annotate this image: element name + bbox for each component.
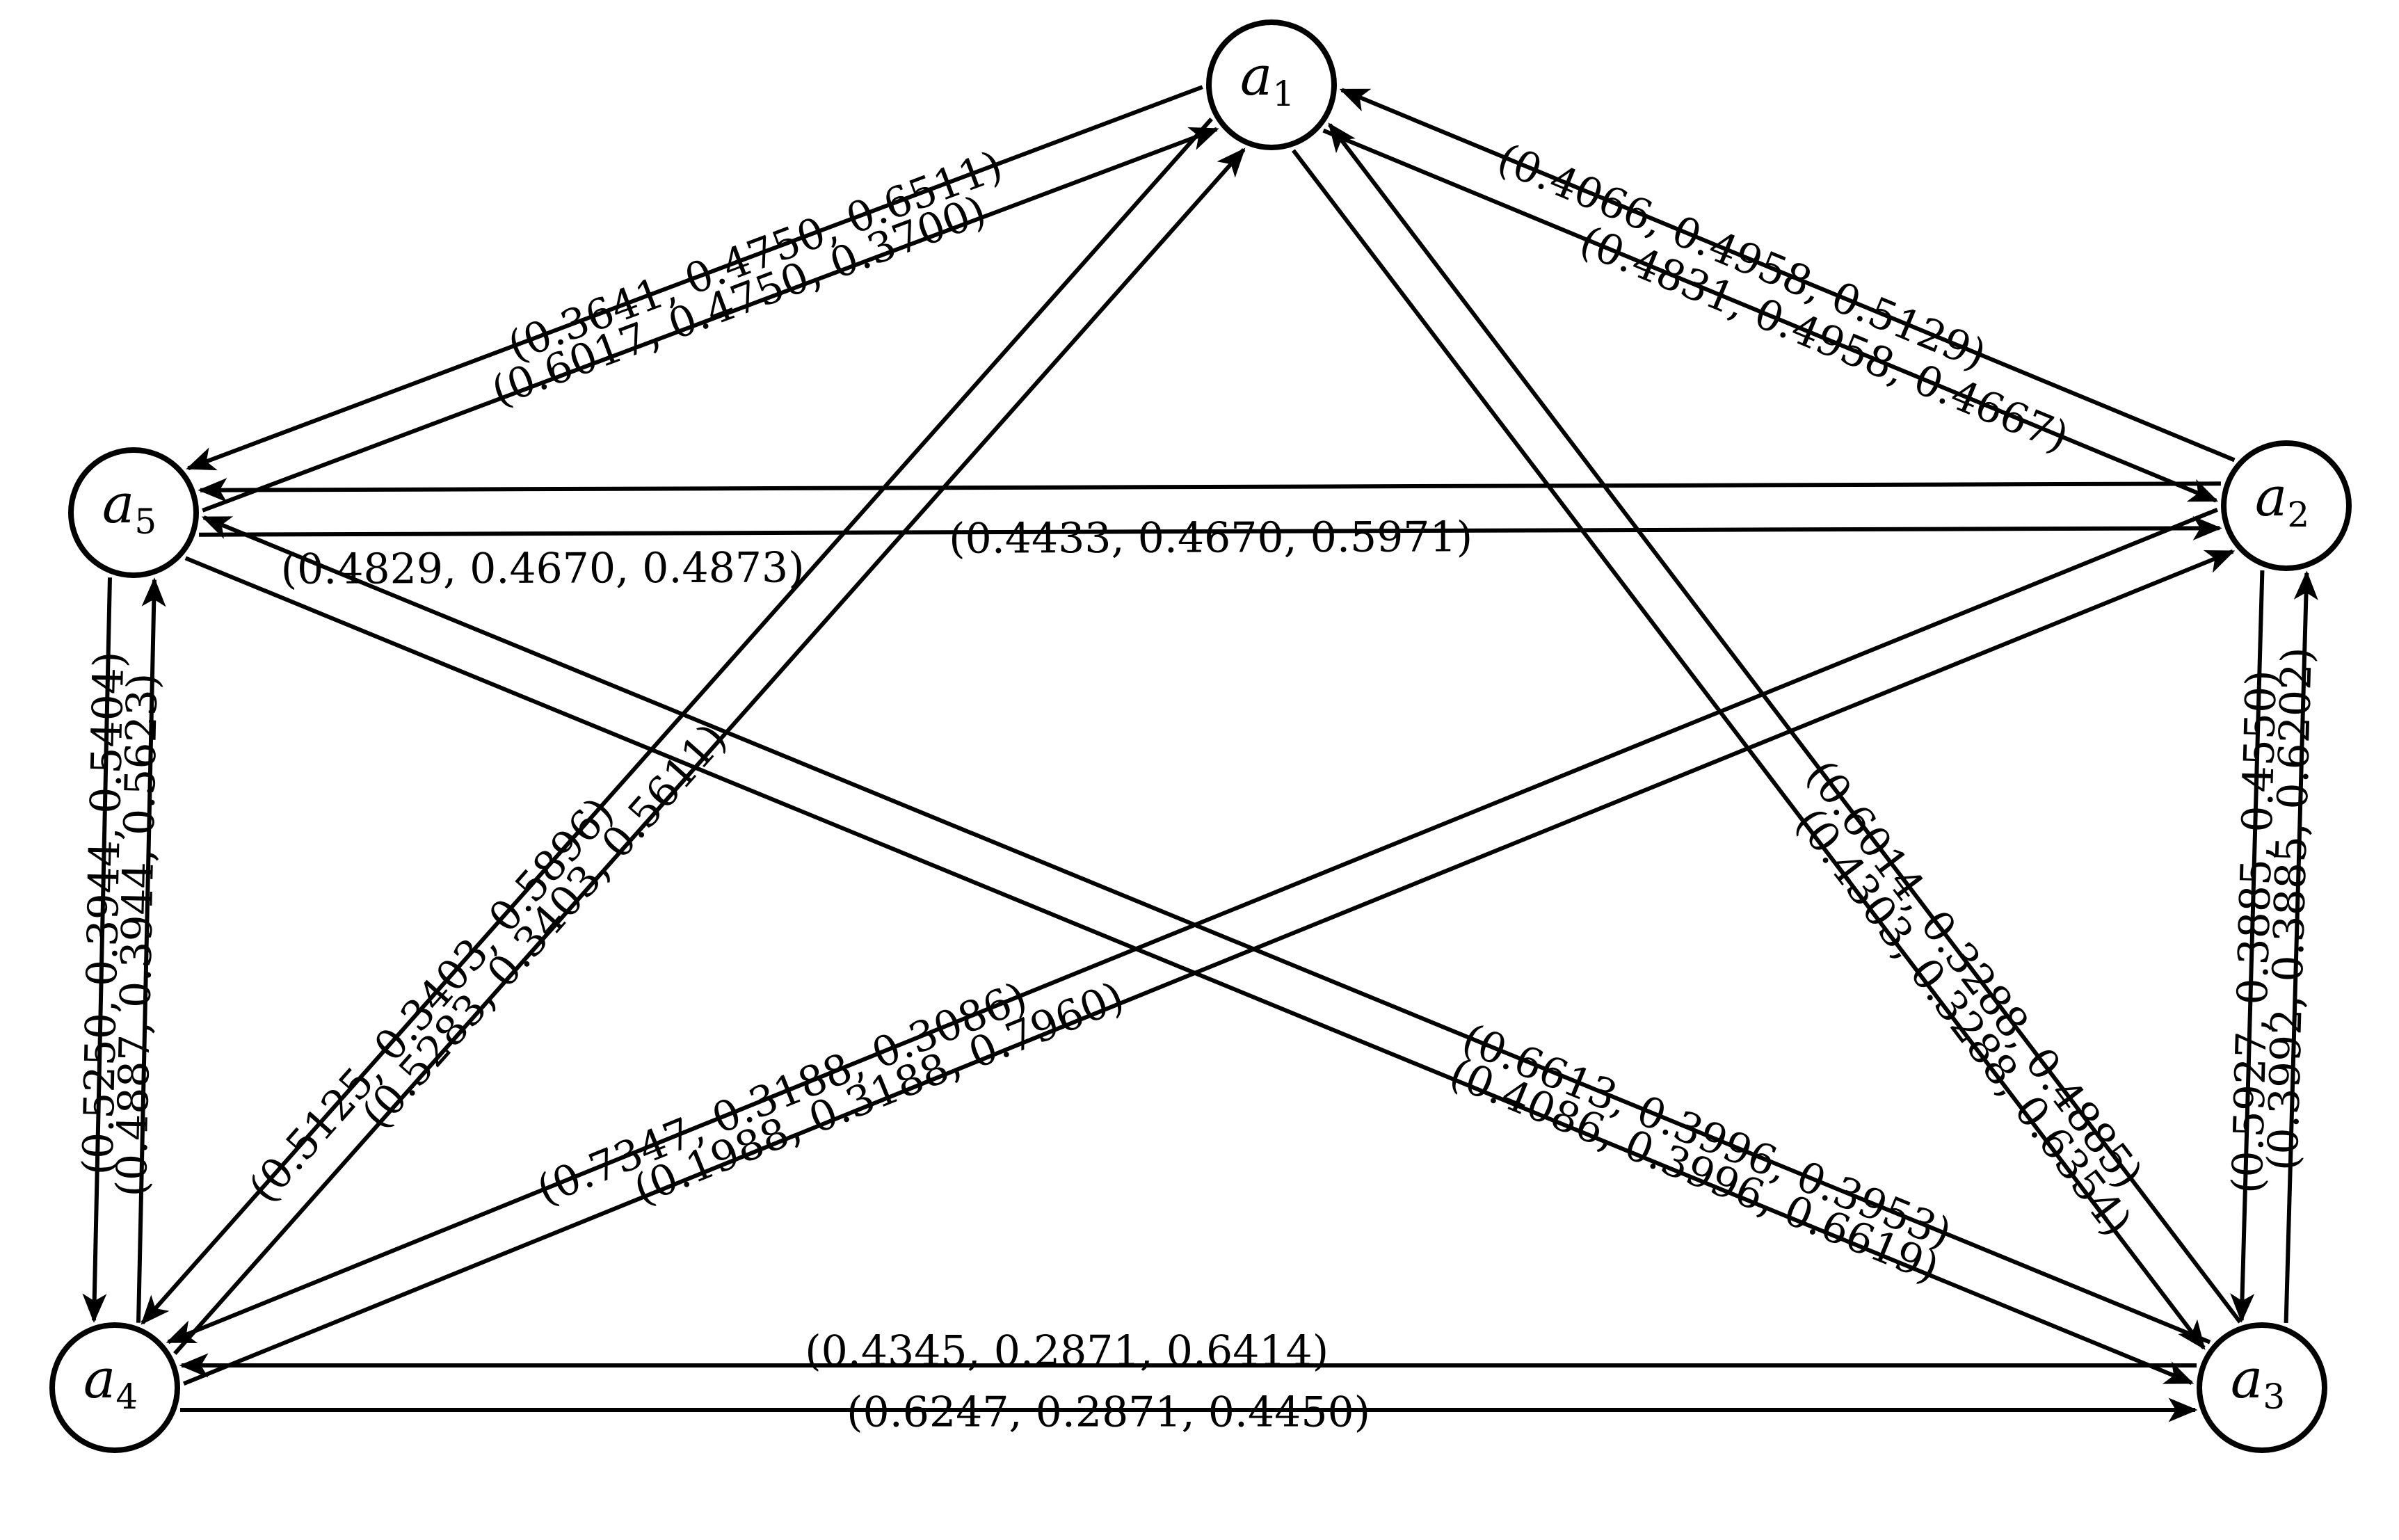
edge-label-a4-a5: (0.5250, 0.3944, 0.5404) bbox=[74, 651, 134, 1176]
edge-label-a4-a1: (0.5125, 0.3403, 0.5896) bbox=[239, 788, 623, 1212]
edge-label-a2-a5: (0.4433, 0.4670, 0.5971) bbox=[949, 513, 1473, 563]
edge-label-a1-a3: (0.6014, 0.3288, 0.4885) bbox=[1797, 751, 2152, 1198]
edge-a2-a5 bbox=[198, 478, 2221, 503]
node-label: a5 bbox=[102, 473, 157, 542]
node-label-base: a bbox=[83, 1348, 116, 1411]
edge-a2-a3 bbox=[2230, 570, 2265, 1323]
node-label-subscript: 4 bbox=[115, 1377, 138, 1417]
node-label-subscript: 3 bbox=[2263, 1377, 2285, 1417]
edge-label-a5-a1: (0.3641, 0.4750, 0.6511) bbox=[502, 141, 1009, 371]
edge-label-a5-a2: (0.4829, 0.4670, 0.4873) bbox=[281, 543, 805, 593]
edge-a4-a1 bbox=[173, 147, 1246, 1355]
edge-label-a2-a1: (0.4831, 0.4958, 0.4667) bbox=[1573, 216, 2075, 462]
node-a3: a3 bbox=[2197, 1322, 2327, 1453]
edge-a5-a4 bbox=[82, 577, 112, 1323]
edge-a5-a2 bbox=[199, 515, 2222, 540]
edge-label-a1-a2: (0.4066, 0.4958, 0.5129) bbox=[1491, 134, 1993, 380]
edge-a2-a1 bbox=[1339, 88, 2236, 463]
edge-label-a5-a3: (0.6613, 0.3996, 0.3953) bbox=[1455, 1014, 1958, 1258]
node-a1: a1 bbox=[1206, 19, 1337, 150]
edge-a3-a5 bbox=[201, 515, 2211, 1345]
edge-a3-a1 bbox=[1328, 122, 2242, 1324]
node-label-subscript: 2 bbox=[2287, 495, 2309, 535]
node-label-base: a bbox=[1240, 45, 1273, 108]
edge-a1-a2 bbox=[1322, 128, 2219, 503]
edge-a4-a5 bbox=[136, 577, 166, 1323]
edge-label-a5-a4: (0.4887, 0.3944, 0.5623) bbox=[107, 673, 167, 1197]
node-label-base: a bbox=[2231, 1348, 2263, 1411]
edge-a1-a4 bbox=[141, 118, 1213, 1325]
node-a2: a2 bbox=[2221, 440, 2352, 571]
edge-label-a3-a4: (0.6247, 0.2871, 0.4450) bbox=[847, 1388, 1370, 1437]
node-a5: a5 bbox=[68, 447, 199, 578]
edge-a3-a2 bbox=[2284, 570, 2318, 1324]
node-circle bbox=[49, 1322, 180, 1453]
edge-a5-a1 bbox=[202, 127, 1219, 513]
node-label: a2 bbox=[2255, 466, 2309, 535]
node-circle bbox=[2221, 440, 2352, 571]
node-label-base: a bbox=[2255, 466, 2288, 529]
node-label: a3 bbox=[2231, 1348, 2285, 1417]
node-label-base: a bbox=[102, 473, 135, 536]
node-a4: a4 bbox=[49, 1322, 180, 1453]
node-label: a4 bbox=[83, 1348, 138, 1417]
edge-label-a4-a2: (0.7347, 0.3188, 0.3086) bbox=[530, 972, 1034, 1214]
node-label-subscript: 5 bbox=[134, 502, 157, 542]
edge-a1-a3 bbox=[1292, 149, 2206, 1350]
edge-a1-a5 bbox=[186, 85, 1203, 471]
edges-layer bbox=[82, 85, 2318, 1422]
node-circle bbox=[1206, 19, 1337, 150]
node-label: a1 bbox=[1240, 45, 1294, 114]
node-circle bbox=[68, 447, 199, 578]
node-circle bbox=[2197, 1322, 2327, 1453]
edge-label-a4-a3: (0.4345, 0.2871, 0.6414) bbox=[805, 1327, 1329, 1376]
edge-a4-a2 bbox=[183, 549, 2236, 1386]
edge-a5-a3 bbox=[184, 556, 2195, 1385]
node-label-subscript: 1 bbox=[1272, 74, 1294, 114]
edge-label-a1-a4: (0.5283, 0.3403, 0.5611) bbox=[353, 714, 737, 1139]
edge-label-a2-a4: (0.1988, 0.3188, 0.7960) bbox=[627, 972, 1131, 1214]
